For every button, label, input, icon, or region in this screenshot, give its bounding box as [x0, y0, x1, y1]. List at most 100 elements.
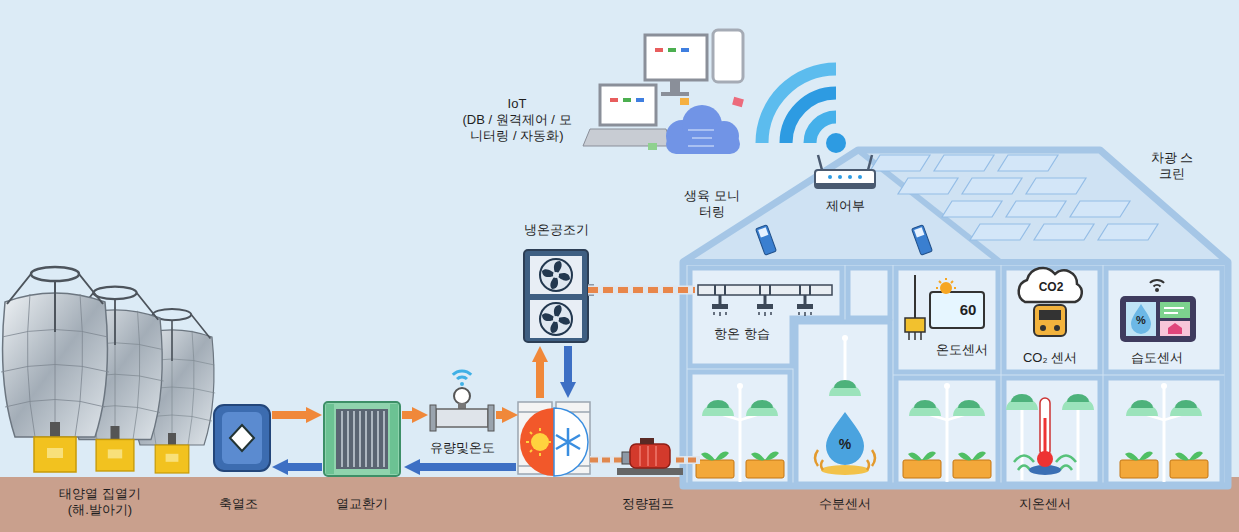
node-label: 온도센서 [936, 342, 988, 358]
solar-collector: 태양열 집열기 (해.발아기) [5, 268, 212, 474]
pipes [588, 286, 695, 295]
router-figure [848, 175, 852, 179]
solar-collector-figure [1, 267, 109, 472]
co2-sensor-figure [1054, 325, 1060, 331]
camera-figure [912, 225, 933, 255]
shade-panels [868, 154, 1060, 172]
text-slot: 축열조 [219, 496, 258, 512]
flow-arrows [420, 463, 516, 471]
text-slot: 온도센서 [936, 342, 988, 358]
iot-devices-figure [680, 98, 689, 105]
node-label: 습도센서 [1131, 350, 1183, 366]
temperature-sensor-figure [940, 282, 952, 294]
humidity-sensor-figure [1120, 280, 1196, 342]
humidity-sensor-figure [1160, 321, 1190, 336]
temperature-sensor-figure [909, 332, 921, 340]
pump-figure [640, 446, 656, 466]
manifold-figure [712, 304, 728, 309]
text-slot: % [1136, 314, 1146, 326]
air-duct-pipe [588, 287, 695, 293]
plants [1006, 394, 1038, 410]
hot-water-arrow [402, 411, 412, 419]
manifold-figure [720, 295, 805, 304]
iot-devices-figure [661, 92, 689, 96]
pipes [588, 290, 700, 460]
hvac-figure [530, 256, 582, 294]
text-slot: 항온 항습 [714, 326, 770, 342]
iot-devices: IoT(DB / 원격제어 / 모니터링 / 자동화) [583, 28, 748, 162]
flow-arrows [496, 411, 502, 419]
greenhouse [1004, 378, 1100, 484]
flow-meter-figure [488, 405, 494, 431]
hvac-figure [524, 250, 588, 342]
heat-exchanger-figure [342, 411, 384, 467]
humidity-manifold: 항온 항습 [695, 278, 835, 316]
humidity-sensor-figure [1164, 308, 1184, 313]
iot-devices-figure [688, 130, 714, 146]
hvac-figure [524, 250, 594, 342]
iot-devices-figure [583, 30, 744, 154]
manifold-figure [714, 312, 811, 316]
co2-sensor-figure [1019, 268, 1082, 336]
flow-meter-figure [430, 371, 494, 431]
flow-temp-meter: 유량및온도 [428, 366, 496, 432]
flow-meter-figure [436, 409, 488, 427]
co2-sensor-figure [1034, 305, 1066, 336]
wifi-symbol [762, 69, 836, 143]
moisture-sensor-figure [815, 412, 875, 475]
node-label: 제어부 [826, 198, 865, 214]
metering-pump: 정량펌프 [615, 436, 684, 476]
iot-devices-figure [670, 80, 680, 92]
node-label: 태양열 집열기 (해.발아기) [52, 486, 148, 519]
plants [696, 383, 784, 482]
heat-exchanger-figure [326, 404, 334, 474]
pump-figure [617, 438, 683, 475]
pipes [590, 456, 622, 464]
node-label: 차광 스크린 [1148, 150, 1196, 183]
temperature-sensor-figure [930, 292, 984, 328]
heat-exchanger-figure [324, 402, 400, 476]
iot-devices-figure [610, 50, 689, 100]
text-slot: CO2 [1039, 281, 1064, 294]
pipes [590, 458, 622, 463]
controller-router: 제어부 [813, 153, 877, 191]
pump-figure [617, 468, 683, 475]
greenhouse [896, 378, 998, 484]
camera-figure [756, 225, 777, 255]
text-slot: 차광 스크린 [1148, 150, 1196, 183]
return-water-arrow [288, 463, 322, 471]
humidity-sensor-figure [1150, 280, 1164, 287]
text-slot: CO₂ 센서 [1023, 350, 1077, 366]
plants [1120, 383, 1208, 482]
router-figure [858, 175, 862, 179]
pipes [676, 456, 700, 464]
iot-devices-figure [636, 50, 689, 100]
router-figure [828, 175, 832, 179]
text-slot: 정량펌프 [622, 496, 674, 512]
node-label: (DB / 원격제어 / 모니터링 / 자동화) [457, 112, 577, 145]
wifi-symbol [786, 93, 836, 143]
pump-figure [630, 444, 670, 468]
heat-exchanger-figure [324, 402, 400, 476]
iot-devices-figure [713, 30, 743, 82]
text-slot: 지온센서 [1019, 496, 1071, 512]
plants [696, 335, 1208, 482]
hot-cold-tank [531, 433, 549, 451]
node-label: 유량및온도 [430, 440, 495, 456]
hot-water-arrow [272, 411, 306, 419]
flow-meter-figure [453, 371, 471, 379]
node-label: 생육 모니터링 [681, 188, 743, 221]
flow-arrows [564, 346, 572, 382]
hot-cold-tank [556, 428, 580, 456]
iot-devices-figure [583, 129, 673, 146]
greenhouse [683, 150, 1228, 486]
hot-cold-tank [526, 428, 551, 456]
plants [1062, 394, 1094, 410]
hot-cold-tank [554, 408, 588, 476]
node-label: 정량펌프 [622, 496, 674, 512]
router-figure [838, 175, 842, 179]
plants [903, 383, 991, 482]
